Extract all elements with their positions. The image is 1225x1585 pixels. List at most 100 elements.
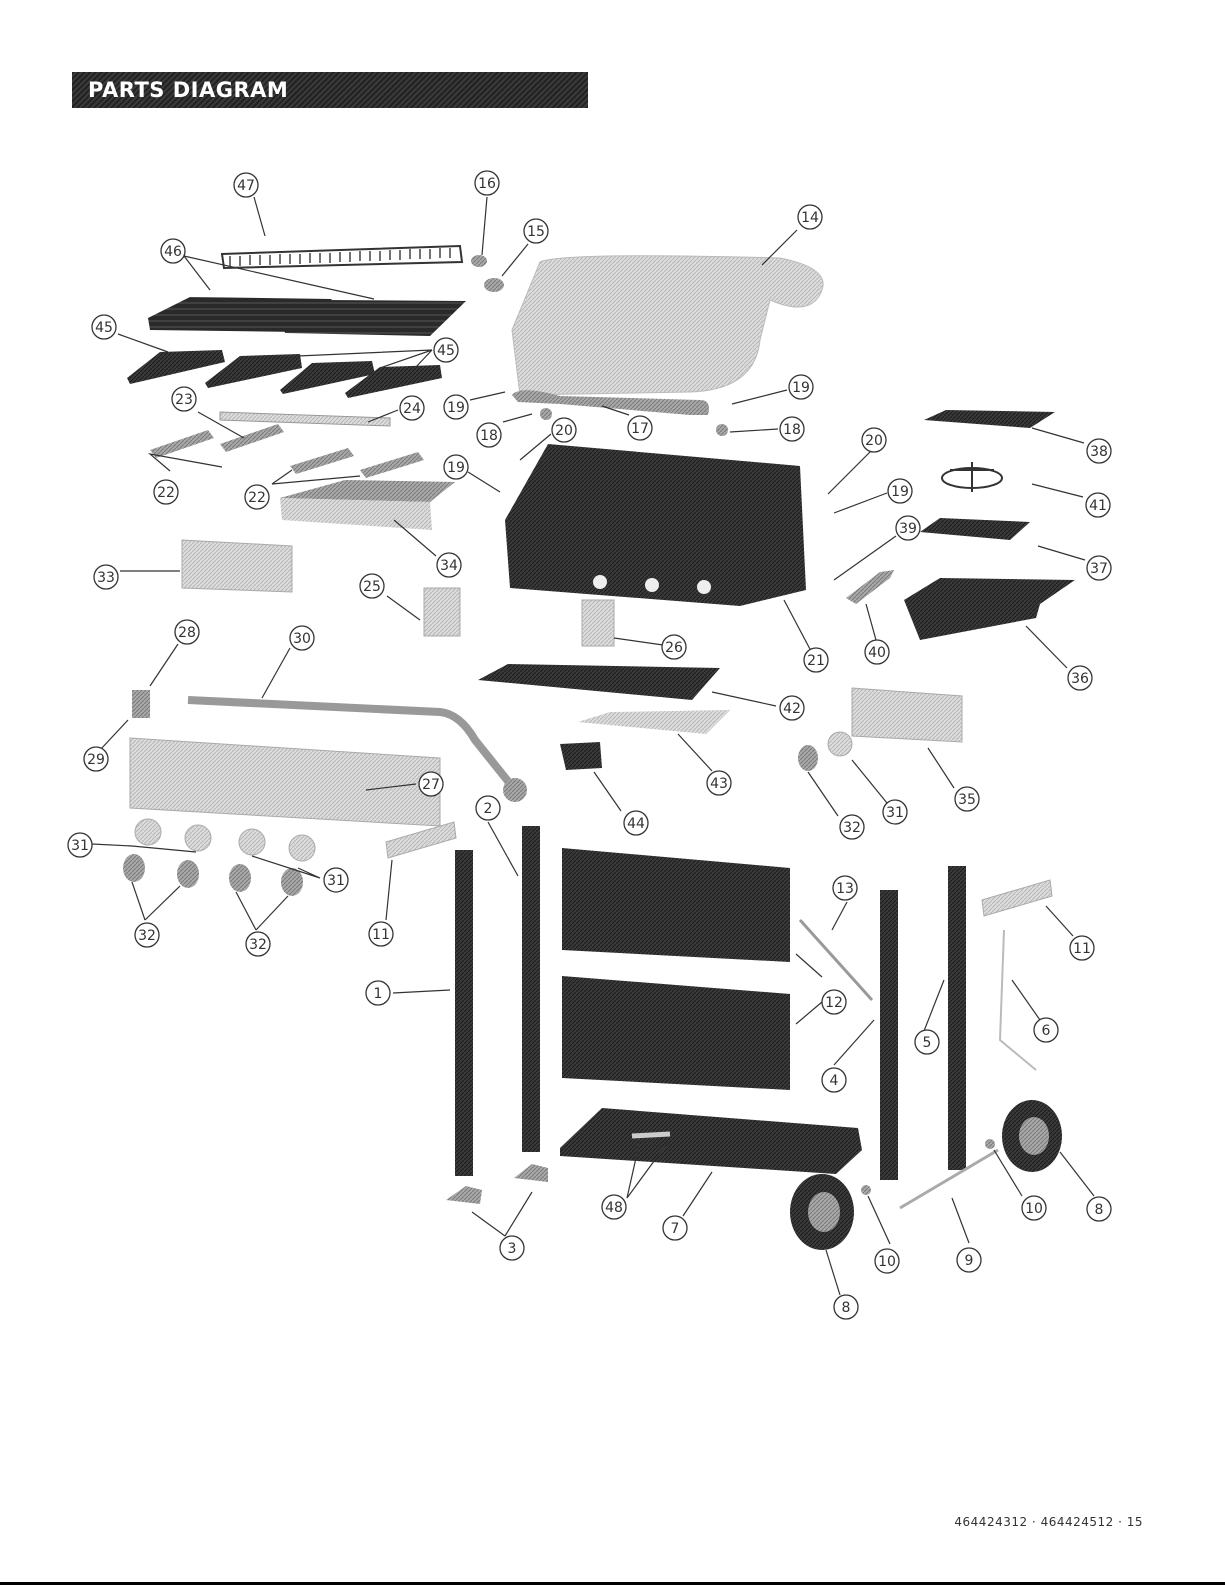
callout-label: 18 (480, 428, 498, 444)
callout-19: 19 (444, 395, 468, 419)
callout-label: 16 (478, 176, 496, 192)
part-foot-3b (514, 1164, 548, 1182)
part-shield-25 (424, 588, 460, 636)
callout-32: 32 (840, 815, 864, 839)
part-crossover-24 (220, 412, 390, 426)
part-leg-1 (455, 850, 473, 1176)
callout-label: 20 (555, 423, 573, 439)
callout-label: 18 (783, 422, 801, 438)
callout-45: 45 (434, 338, 458, 362)
callout-5: 5 (915, 1030, 939, 1054)
callout-15: 15 (524, 219, 548, 243)
callout-label: 4 (830, 1073, 839, 1089)
callout-14: 14 (798, 205, 822, 229)
callout-13: 13 (833, 876, 857, 900)
callout-label: 17 (631, 421, 649, 437)
callout-32: 32 (135, 923, 159, 947)
part-41 (942, 462, 1002, 492)
callout-33: 33 (94, 565, 118, 589)
callout-label: 20 (865, 433, 883, 449)
part-rod-6 (1000, 930, 1036, 1070)
callout-31: 31 (324, 868, 348, 892)
part-18b (716, 424, 728, 436)
callout-31: 31 (68, 833, 92, 857)
callout-label: 27 (422, 777, 440, 793)
callout-label: 19 (792, 380, 810, 396)
callout-42: 42 (780, 696, 804, 720)
callout-label: 46 (164, 244, 182, 260)
callout-9: 9 (957, 1248, 981, 1272)
callout-23: 23 (172, 387, 196, 411)
callout-label: 43 (710, 776, 728, 792)
callout-35: 35 (955, 787, 979, 811)
callout-19: 19 (444, 455, 468, 479)
part-16 (471, 255, 487, 267)
part-42 (478, 664, 720, 700)
callout-label: 8 (1095, 1202, 1104, 1218)
callout-45: 45 (92, 315, 116, 339)
part-35 (852, 688, 962, 742)
part-rod-13 (800, 920, 872, 1000)
callout-label: 11 (1073, 941, 1091, 957)
callout-label: 26 (665, 640, 683, 656)
callout-34: 34 (437, 553, 461, 577)
callout-12: 12 (822, 990, 846, 1014)
callout-label: 36 (1071, 671, 1089, 687)
callout-19: 19 (789, 375, 813, 399)
part-36 (904, 578, 1075, 640)
callout-32: 32 (246, 932, 270, 956)
callout-label: 29 (87, 752, 105, 768)
callout-18: 18 (477, 423, 501, 447)
callout-21: 21 (804, 648, 828, 672)
callout-label: 24 (403, 401, 421, 417)
callout-20: 20 (862, 428, 886, 452)
callout-26: 26 (662, 635, 686, 659)
callout-label: 32 (138, 928, 156, 944)
part-heat-shield-34 (280, 480, 455, 530)
callout-label: 44 (627, 816, 645, 832)
part-shield-26 (582, 600, 614, 646)
callout-label: 5 (923, 1035, 932, 1051)
callout-22: 22 (154, 480, 178, 504)
callout-label: 19 (447, 460, 465, 476)
callout-label: 7 (671, 1221, 680, 1237)
callout-31: 31 (883, 800, 907, 824)
part-48 (632, 1134, 670, 1136)
callout-label: 47 (237, 178, 255, 194)
callout-30: 30 (290, 626, 314, 650)
callout-28: 28 (175, 620, 199, 644)
callout-11: 11 (369, 922, 393, 946)
part-heat-tents-45 (127, 350, 442, 398)
callout-label: 22 (157, 485, 175, 501)
callout-27: 27 (419, 772, 443, 796)
page-footer: 464424312 · 464424512 · 15 (954, 1515, 1143, 1529)
callout-44: 44 (624, 811, 648, 835)
callout-40: 40 (865, 640, 889, 664)
callout-label: 25 (363, 579, 381, 595)
callout-3: 3 (500, 1236, 524, 1260)
callout-label: 31 (327, 873, 345, 889)
callout-43: 43 (707, 771, 731, 795)
part-38 (924, 410, 1055, 428)
part-leg-2 (522, 826, 540, 1152)
callout-label: 48 (605, 1200, 623, 1216)
part-lid-14 (512, 256, 823, 395)
callout-20: 20 (552, 418, 576, 442)
part-bottom-shelf-7 (560, 1108, 862, 1174)
part-firebox-21 (505, 444, 806, 606)
callout-label: 23 (175, 392, 193, 408)
callout-label: 8 (842, 1300, 851, 1316)
part-burners-22 (150, 424, 424, 478)
callout-label: 34 (440, 558, 458, 574)
callout-label: 32 (843, 820, 861, 836)
callout-38: 38 (1087, 439, 1111, 463)
callout-label: 37 (1090, 561, 1108, 577)
callout-22: 22 (245, 485, 269, 509)
callout-48: 48 (602, 1195, 626, 1219)
part-cap-10b (985, 1139, 995, 1149)
callout-label: 9 (965, 1253, 974, 1269)
callout-10: 10 (1022, 1196, 1046, 1220)
callout-label: 33 (97, 570, 115, 586)
part-leg-5 (948, 866, 966, 1170)
callout-36: 36 (1068, 666, 1092, 690)
